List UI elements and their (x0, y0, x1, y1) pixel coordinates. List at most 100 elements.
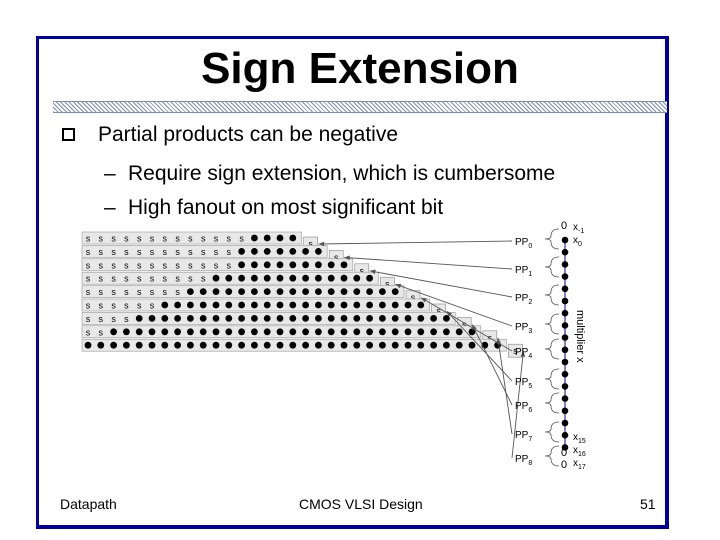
bit-dot (366, 274, 373, 282)
brace-icon (544, 256, 560, 278)
sign-cell-label: s (360, 266, 365, 276)
sign-bit-label: s (86, 247, 91, 257)
sign-bit-label: s (111, 301, 116, 311)
bit-dot (353, 301, 361, 309)
bit-dot (417, 328, 425, 336)
bit-dot (315, 341, 322, 349)
footer-title: CMOS VLSI Design (299, 496, 423, 512)
sign-bit-label: s (214, 234, 219, 244)
bit-dot (430, 315, 437, 322)
multiplier-bit-dot (561, 273, 569, 280)
bit-dot (212, 274, 220, 282)
sign-bit-label: s (188, 234, 193, 244)
sign-bit-label: s (175, 287, 180, 297)
bit-dot (302, 274, 309, 282)
sign-bit-label: s (124, 274, 129, 284)
sign-cell-label: s (436, 306, 441, 316)
bit-dot (353, 288, 361, 295)
bit-dot (187, 341, 194, 349)
sign-bit-label: s (86, 234, 91, 244)
sign-bit-label: s (137, 247, 142, 257)
bit-dot (276, 274, 284, 282)
sign-bit-label: s (175, 260, 180, 270)
multiplier-bit-dot (561, 334, 569, 341)
arrow-line (369, 270, 513, 298)
bit-dot (251, 315, 258, 322)
bit-dot (302, 288, 309, 295)
bit-dot (238, 328, 246, 336)
multiplier-bit-dot (561, 358, 569, 366)
sign-bit-label: s (124, 247, 129, 257)
bit-dot (417, 301, 425, 309)
bit-dot (327, 261, 335, 269)
bit-dot (161, 328, 169, 336)
sign-bit-label: s (111, 274, 116, 284)
bit-dot (404, 315, 412, 322)
footer-course: Datapath (60, 496, 117, 512)
bit-dot (263, 341, 271, 349)
bit-dot (212, 315, 220, 322)
bit-dot (340, 261, 348, 269)
bit-dot (353, 315, 361, 322)
pp-label: PP2 (515, 293, 532, 306)
bit-dot (225, 274, 233, 282)
bit-dot (315, 248, 322, 255)
bit-dot (174, 315, 182, 322)
bit-dot (327, 341, 335, 349)
bit-dot (430, 328, 437, 336)
dash-icon: – (104, 162, 116, 185)
sign-bit-label: s (175, 234, 180, 244)
bit-dot (225, 301, 233, 309)
bit-dot (174, 341, 182, 349)
bit-dot (404, 301, 412, 309)
sign-bit-label: s (137, 301, 142, 311)
bit-dot (263, 234, 271, 242)
sign-bit-label: s (137, 274, 142, 284)
bit-dot (251, 274, 258, 282)
sign-bit-label: s (86, 327, 91, 337)
sign-bit-label: s (86, 287, 91, 297)
sign-bit-label: s (86, 260, 91, 270)
bit-dot (340, 301, 348, 309)
bit-dot (315, 261, 322, 269)
bit-dot (212, 328, 220, 336)
multiplier-bit-dot (561, 261, 569, 268)
bit-dot (187, 315, 194, 322)
bit-dot (238, 261, 246, 269)
bit-dot (289, 341, 297, 349)
sign-bit-label: s (86, 274, 91, 284)
bit-dot (97, 341, 105, 349)
dash-icon: – (104, 196, 116, 219)
bit-dot (379, 288, 386, 295)
row-frame (81, 258, 354, 272)
pp-label: PP1 (515, 265, 532, 278)
sign-bit-label: s (201, 247, 206, 257)
bit-dot (123, 328, 130, 336)
bit-dot (199, 315, 207, 322)
bit-dot (302, 261, 309, 269)
bit-dot (430, 341, 437, 349)
bit-dot (263, 261, 271, 269)
bit-dot (379, 328, 386, 336)
x0-label: x0 (573, 235, 582, 248)
x16-label: x16 (573, 445, 586, 458)
bit-dot (148, 328, 156, 336)
bit-dot (123, 341, 130, 349)
sign-bit-label: s (99, 274, 104, 284)
sign-bit-label: s (111, 260, 116, 270)
bit-dot (443, 315, 450, 322)
sign-bit-label: s (150, 287, 155, 297)
checkbox-bullet-icon (62, 128, 75, 141)
multiplier-bit-dot (561, 346, 569, 354)
zero-bottom-2: 0 (561, 459, 567, 471)
bit-dot (443, 328, 450, 336)
bit-dot (263, 315, 271, 322)
bit-dot (199, 288, 207, 295)
bit-dot (161, 315, 169, 322)
bit-dot (468, 341, 476, 349)
brace-icon (544, 228, 560, 250)
bit-dot (251, 301, 258, 309)
bit-dot (174, 328, 182, 336)
